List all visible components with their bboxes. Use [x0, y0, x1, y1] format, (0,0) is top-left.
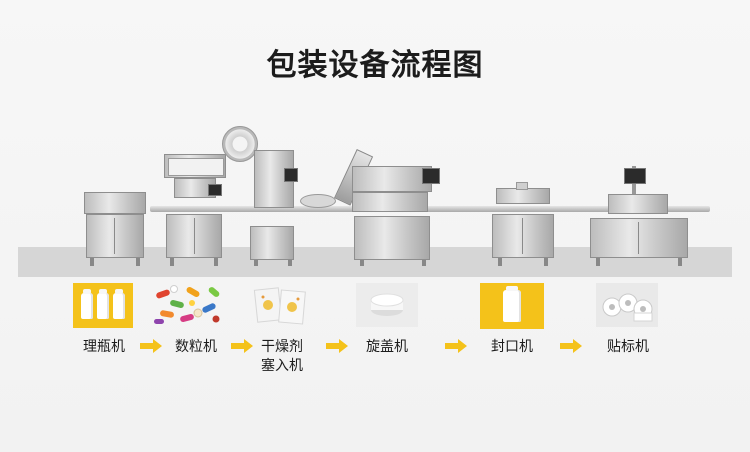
label-rolls-icon: [602, 293, 653, 322]
machine-bottle-unscrambler: [84, 192, 146, 266]
conveyor-rail: [150, 206, 710, 212]
step-label-capper: 旋盖机: [366, 339, 408, 355]
step-label-bottle-unscrambler: 理瓶机: [83, 339, 125, 355]
labels-thumbnail: [596, 283, 658, 327]
page-title: 包装设备流程图: [266, 48, 484, 83]
desiccant-thumbnail: [252, 283, 310, 327]
step-label-line-2: 塞入机: [261, 358, 303, 374]
machine-labeler: [588, 166, 698, 266]
machine-tablet-counter: [160, 154, 230, 266]
capsules-pills-icon: [154, 285, 220, 324]
sealed-bottle-thumbnail: [480, 283, 544, 329]
sealed-bottle-icon: [503, 286, 521, 322]
bottles-thumbnail: [73, 283, 133, 328]
machine-desiccant-inserter: [220, 124, 300, 266]
desiccant-packets-icon: [253, 287, 306, 325]
arrow-right-icon: [560, 339, 582, 353]
arrow-right-icon: [231, 339, 253, 353]
arrow-right-icon: [140, 339, 162, 353]
cap-thumbnail: [356, 283, 418, 327]
arrow-right-icon: [445, 339, 467, 353]
machine-induction-sealer: [492, 182, 554, 266]
step-label-tablet-counter: 数粒机: [175, 339, 217, 355]
step-label-line-1: 干燥剂: [261, 339, 303, 355]
bottle-cap-icon: [370, 293, 404, 316]
step-label-induction-sealer: 封口机: [491, 339, 533, 355]
capsules-thumbnail: [152, 283, 226, 327]
arrow-right-icon: [326, 339, 348, 353]
white-bottles-icon: [81, 288, 125, 319]
step-label-desiccant-inserter: 干燥剂 塞入机: [251, 338, 313, 376]
step-label-labeler: 贴标机: [607, 339, 649, 355]
machine-capper: [300, 144, 450, 266]
